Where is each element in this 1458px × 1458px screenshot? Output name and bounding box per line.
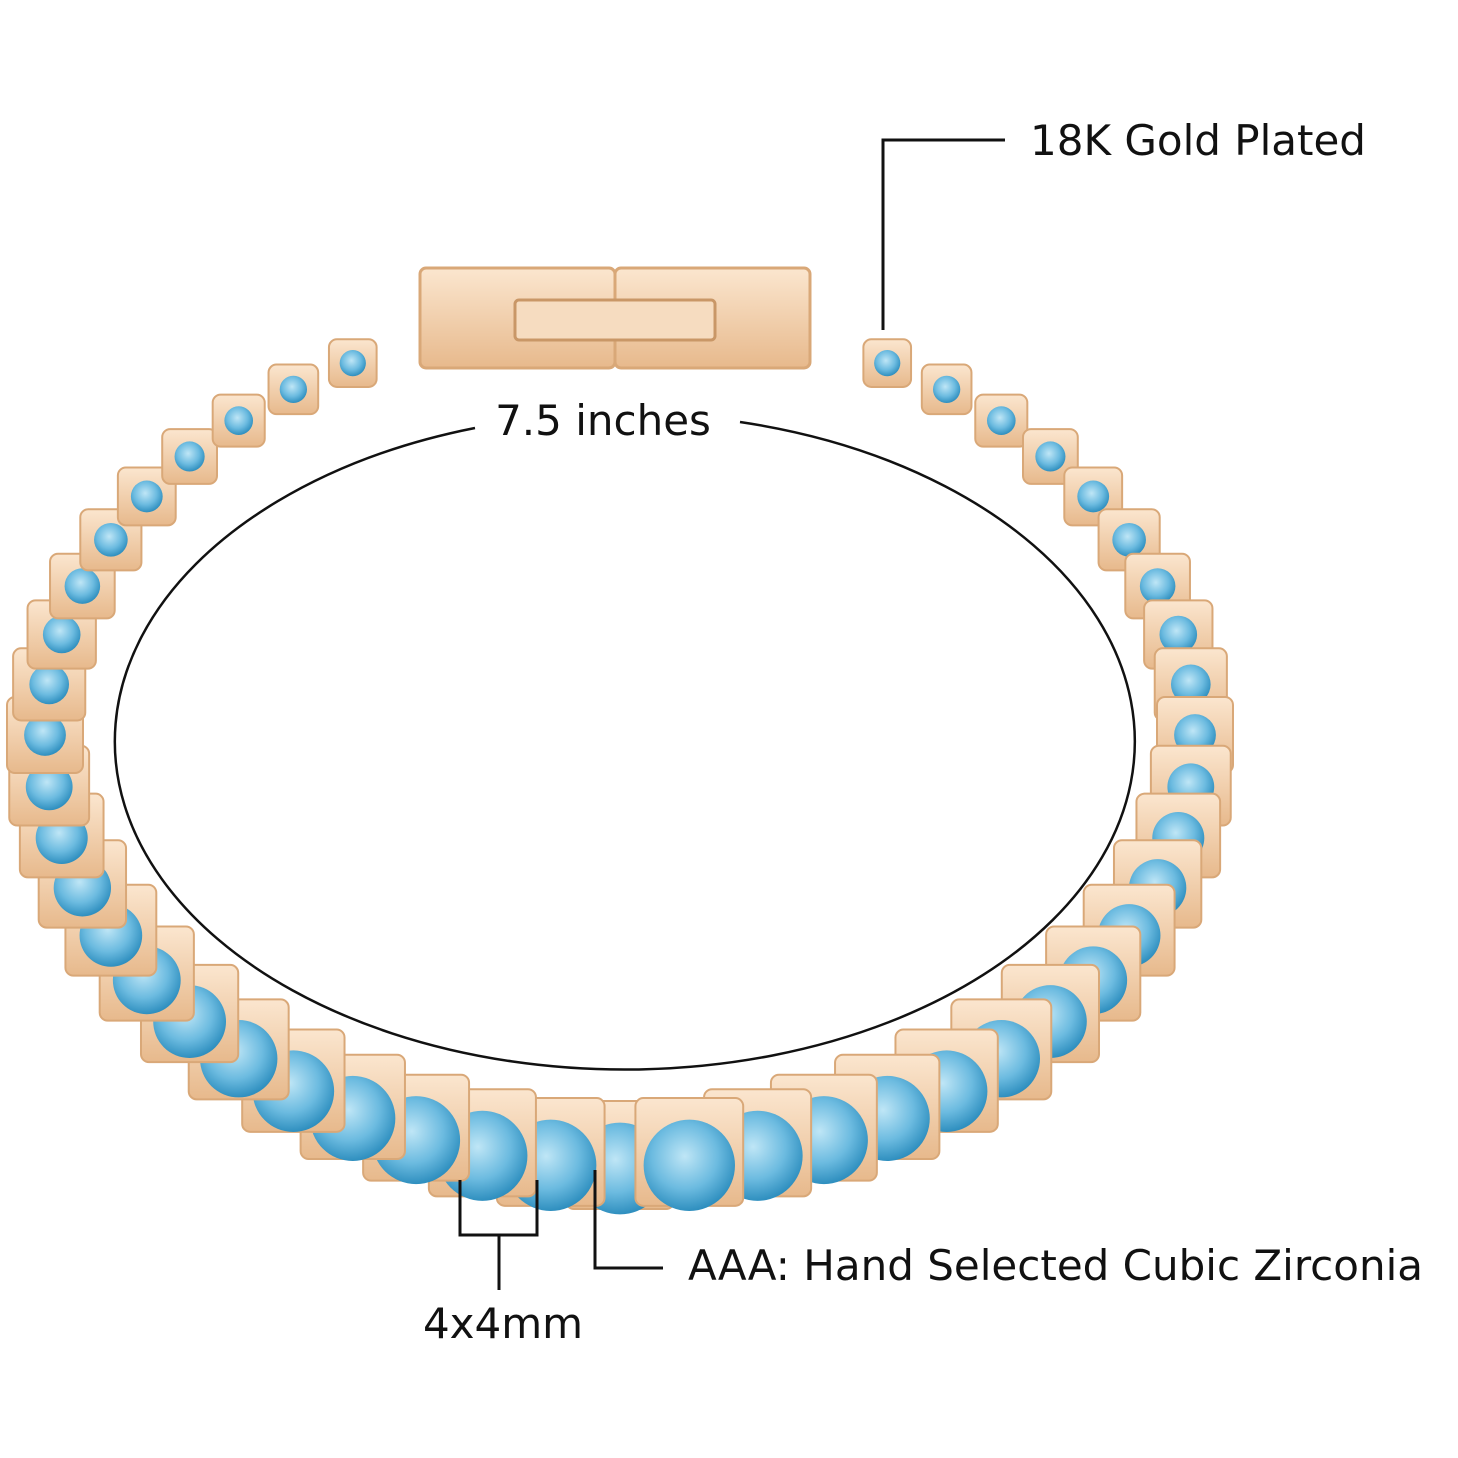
stone-leader-line [593, 1170, 663, 1270]
cubic-zirconia-stone [1035, 441, 1066, 472]
length-label: 7.5 inches [495, 396, 711, 445]
cubic-zirconia-stone [1170, 664, 1211, 705]
clasp [418, 266, 812, 370]
cubic-zirconia-stone [1139, 568, 1176, 604]
cubic-zirconia-stone [339, 350, 366, 377]
bracelet-link [327, 338, 378, 388]
cubic-zirconia-stone [1159, 615, 1198, 654]
cubic-zirconia-stone [986, 406, 1016, 435]
stone-size-label: 4x4mm [423, 1299, 583, 1348]
cubic-zirconia-stone [64, 568, 101, 604]
cubic-zirconia-stone [42, 615, 81, 654]
bracelet-link [116, 466, 177, 527]
length-arc [113, 420, 1137, 1071]
cubic-zirconia-stone [130, 480, 163, 513]
cubic-zirconia-stone [94, 523, 128, 557]
cubic-zirconia-stone [25, 763, 73, 811]
cubic-zirconia-stone [1077, 480, 1110, 513]
plating-leader-line [881, 138, 1005, 330]
bracelet-link [634, 1097, 745, 1211]
cubic-zirconia-stone [874, 350, 901, 377]
bracelet-link [920, 363, 973, 416]
bracelet-link [862, 338, 913, 388]
bracelet-links [6, 338, 1234, 1215]
cubic-zirconia-stone [643, 1119, 735, 1211]
plating-label: 18K Gold Plated [1030, 116, 1366, 165]
cubic-zirconia-stone [1112, 523, 1146, 557]
cubic-zirconia-stone [932, 375, 961, 404]
cubic-zirconia-stone [224, 406, 254, 435]
cubic-zirconia-stone [24, 714, 66, 756]
bracelet-link [267, 363, 320, 416]
cubic-zirconia-stone [174, 441, 205, 472]
bracelet-link [211, 393, 266, 448]
bracelet-link [974, 393, 1029, 448]
cubic-zirconia-stone [279, 375, 308, 404]
cubic-zirconia-stone [29, 664, 70, 705]
bracelet-link [161, 428, 218, 485]
stone-type-label: AAA: Hand Selected Cubic Zirconia [688, 1241, 1423, 1290]
bracelet-link [1022, 428, 1079, 485]
